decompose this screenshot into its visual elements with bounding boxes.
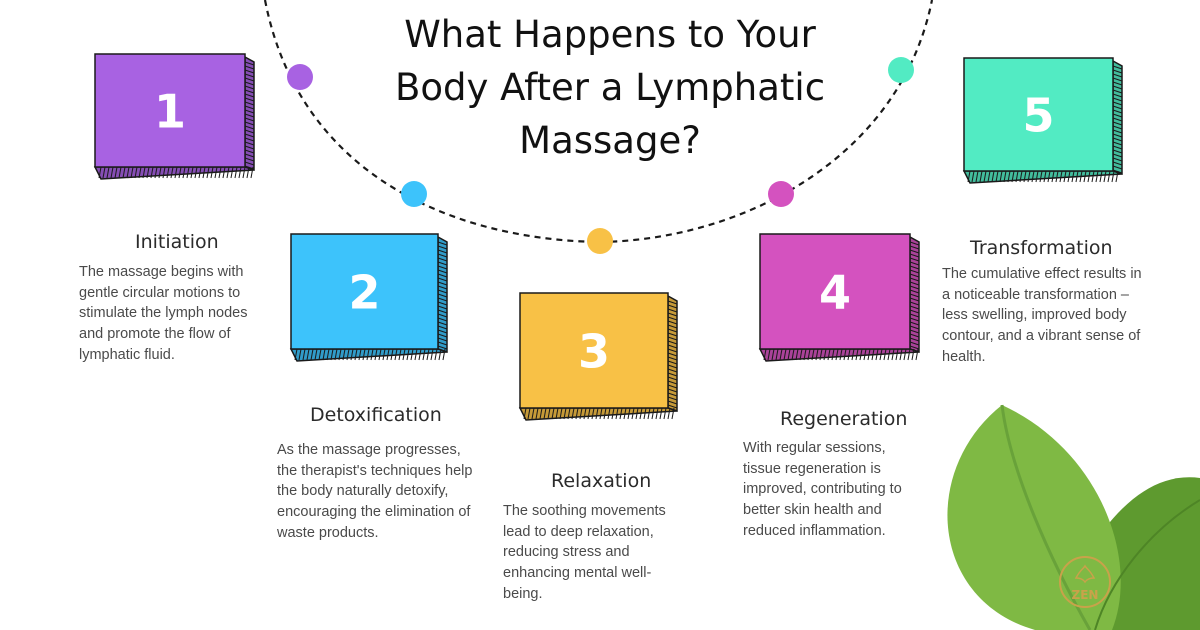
arc-dot-5 [888, 57, 914, 83]
step-2-description: As the massage progresses, the therapist… [277, 442, 473, 541]
arc-dot-3 [587, 228, 613, 254]
step-3-title: Relaxation [551, 470, 652, 492]
step-5-title: Transformation [970, 237, 1113, 259]
step-number-3: 3 [578, 325, 610, 379]
step-box-2: 2 [289, 233, 448, 362]
step-1-title: Initiation [135, 231, 219, 253]
step-number-4: 4 [819, 266, 851, 320]
step-box-3: 3 [518, 292, 678, 421]
step-box-1: 1 [93, 53, 255, 180]
step-number-2: 2 [348, 266, 380, 320]
arc-dot-4 [768, 181, 794, 207]
step-1-description: The massage begins with gentle circular … [79, 264, 248, 363]
zen-logo: ZEN [1059, 556, 1111, 608]
step-4-description: With regular sessions, tissue regenerati… [743, 440, 902, 539]
step-box-4: 4 [758, 233, 920, 362]
step-2-title: Detoxification [310, 404, 442, 426]
leaf-decoration [947, 404, 1200, 630]
step-4-title: Regeneration [780, 408, 908, 430]
step-3-description: The soothing movements lead to deep rela… [503, 503, 666, 602]
arc-dot-1 [287, 64, 313, 90]
lotus-icon [1074, 564, 1096, 584]
step-5-description: The cumulative effect results in a notic… [942, 266, 1142, 365]
step-number-1: 1 [154, 85, 186, 139]
logo-text: ZEN [1072, 588, 1099, 602]
arc-dot-2 [401, 181, 427, 207]
step-number-5: 5 [1022, 89, 1054, 143]
page-title: What Happens to Your Body After a Lympha… [394, 13, 826, 162]
step-box-5: 5 [962, 57, 1123, 184]
